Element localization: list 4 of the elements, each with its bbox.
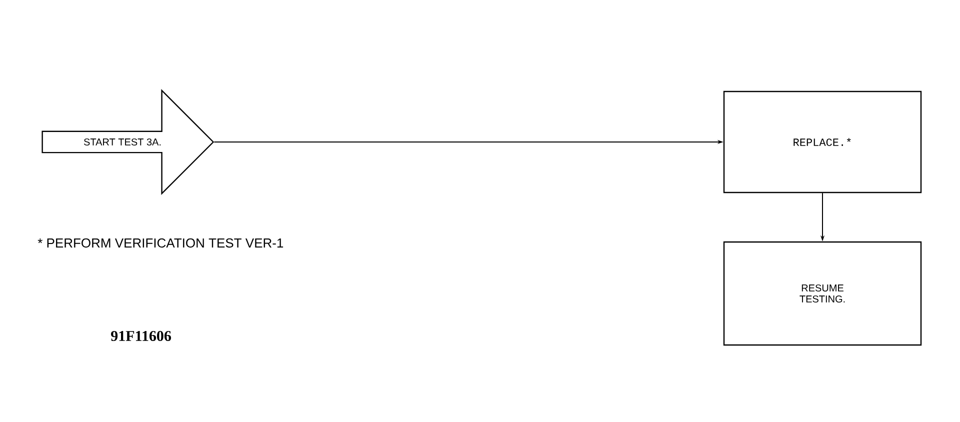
footnote: * PERFORM VERIFICATION TEST VER-1: [38, 238, 284, 248]
process-box: RESUME TESTING.: [723, 241, 922, 346]
figure-number: 91F11606: [111, 330, 171, 342]
process-box: REPLACE.*: [723, 90, 922, 194]
